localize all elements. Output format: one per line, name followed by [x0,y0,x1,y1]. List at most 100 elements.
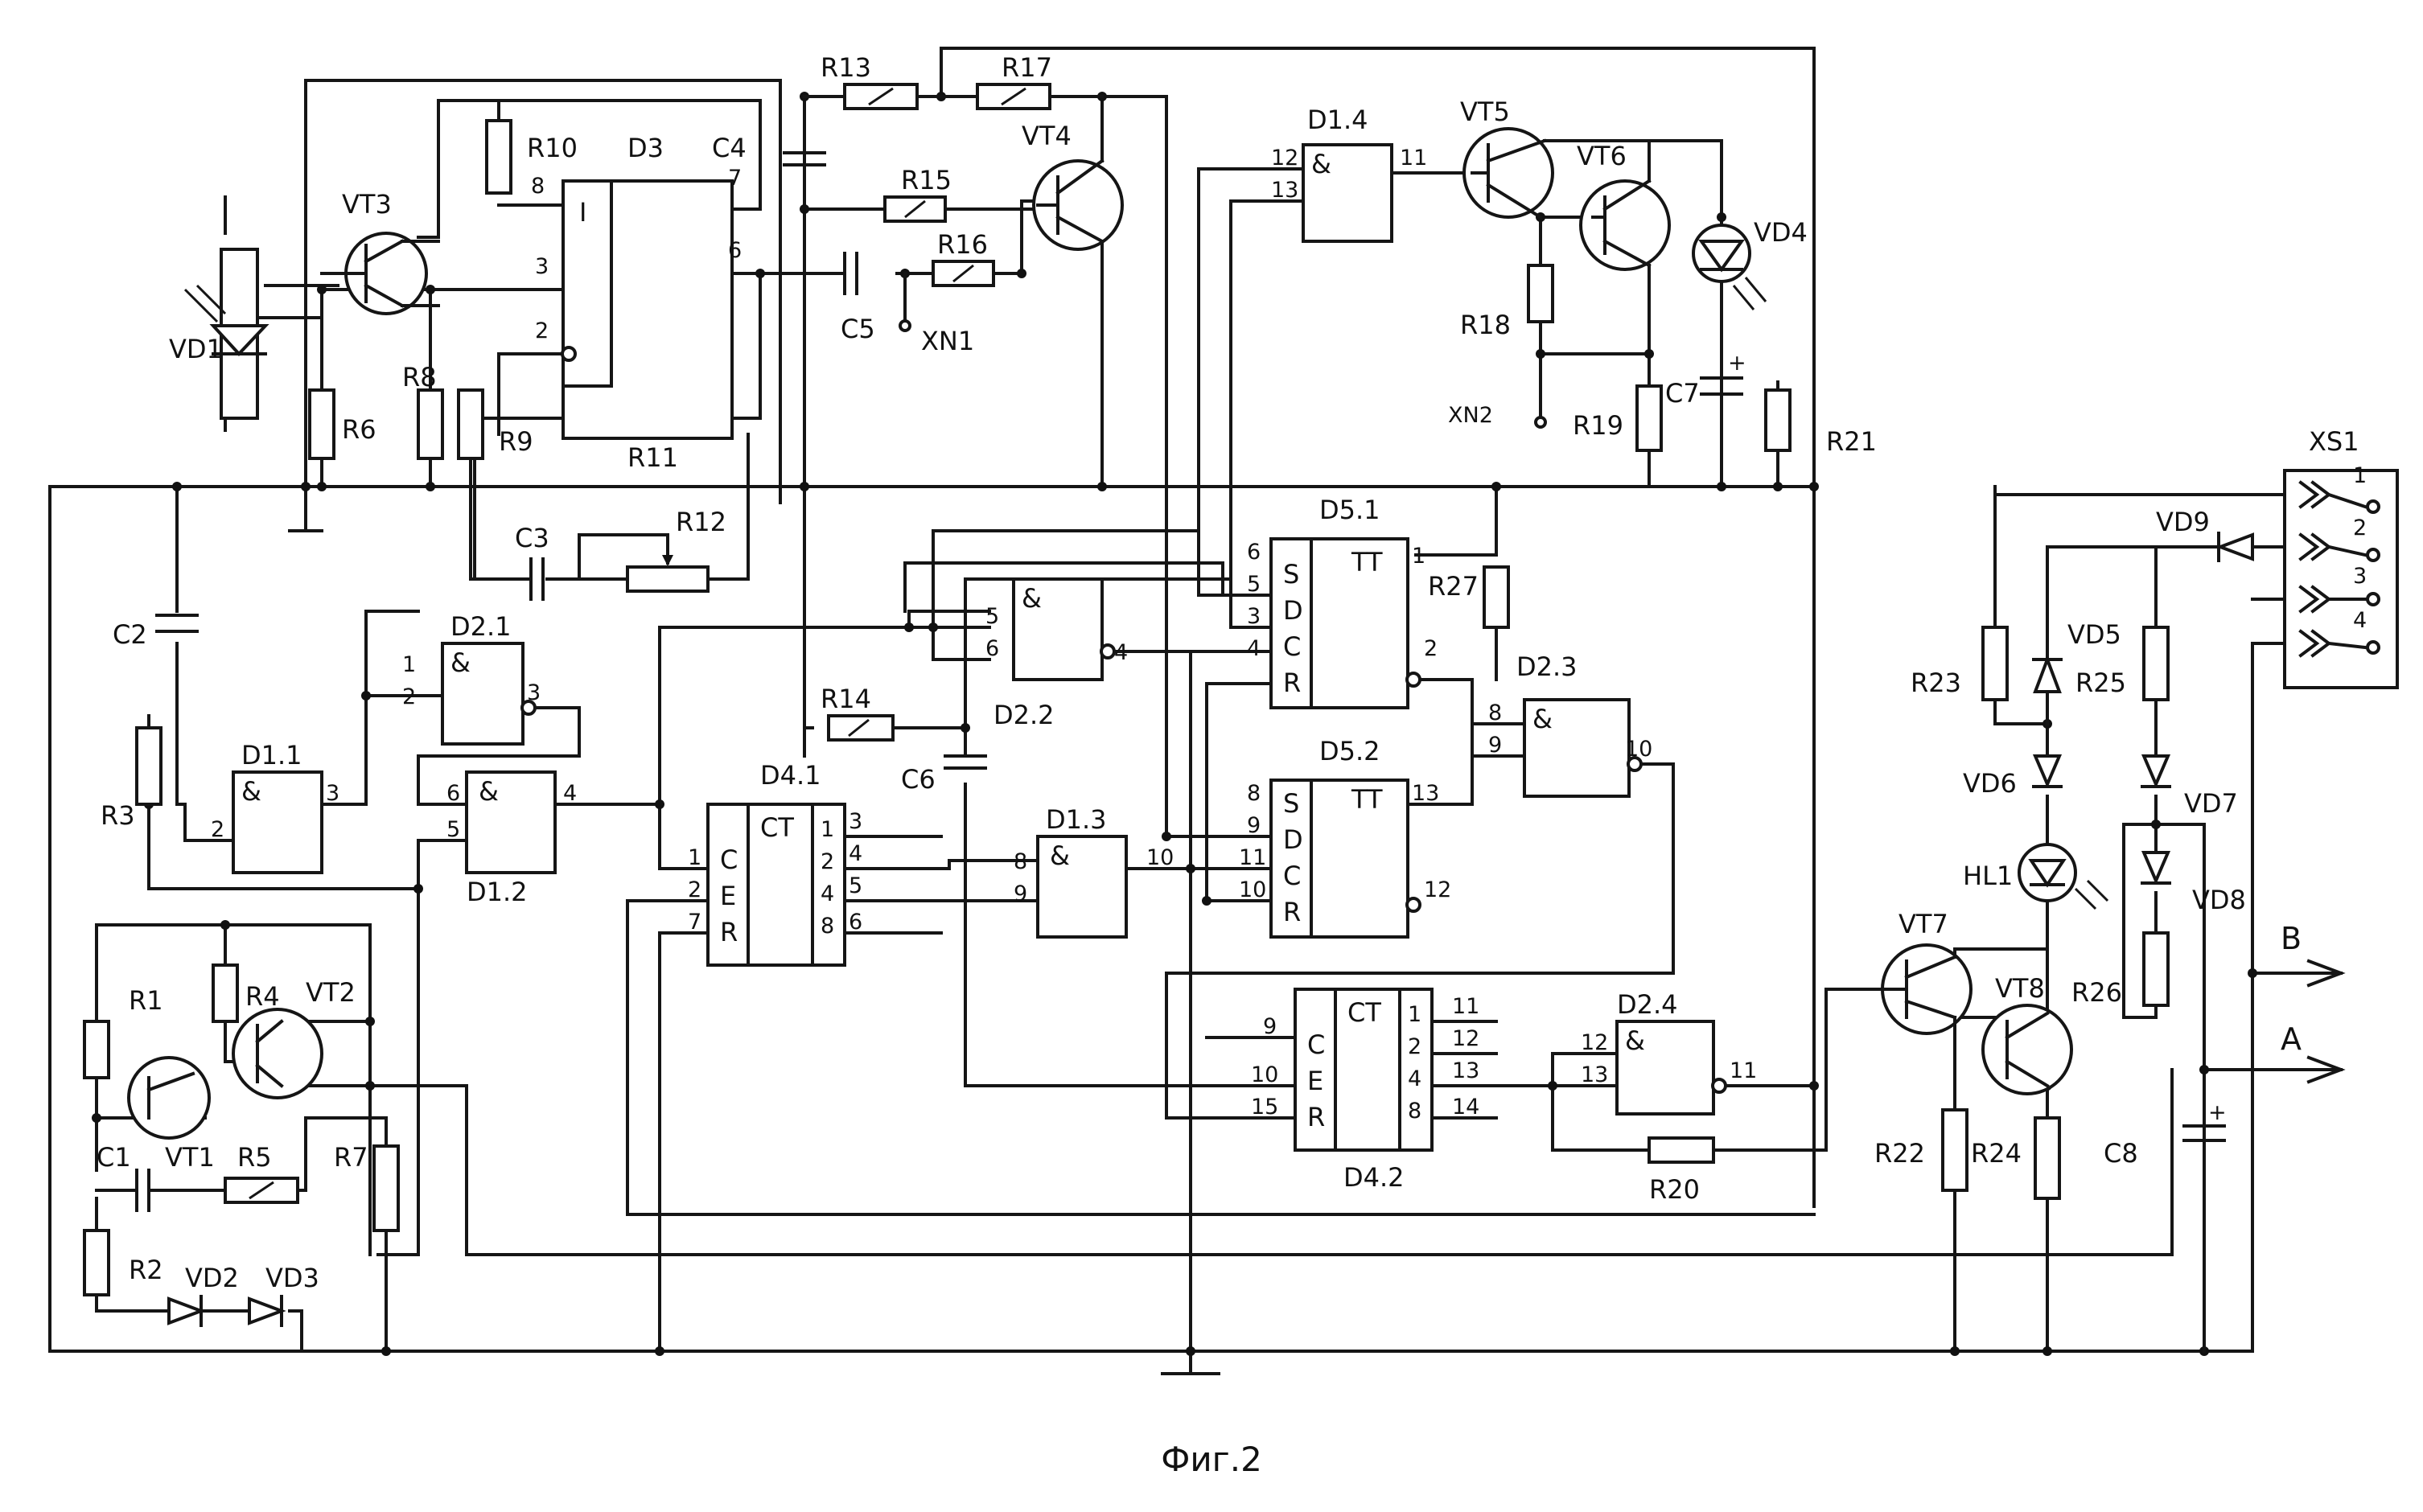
resistor-r26: R26 [2071,931,2170,1008]
r8-label: R8 [402,362,437,392]
resistor-r13: R13 [803,52,979,110]
vt1-label: VT1 [165,1142,215,1173]
d1-3-label: D1.3 [1046,804,1107,835]
svg-text:S: S [1283,788,1299,819]
svg-text:10: 10 [1239,877,1266,902]
c8-label: C8 [2104,1138,2138,1169]
resistor-r18: R18 [1460,264,1554,340]
photodiode-vd1: VD1 [169,248,269,420]
gate-d1-2: & D1.2 6 5 4 [446,770,577,907]
d2-1-label: D2.1 [450,611,512,642]
r5-label: R5 [237,1142,272,1173]
vd8-label: VD8 [2192,885,2246,915]
xs1-pin-4: 4 [2298,608,2380,658]
svg-text:9: 9 [1247,813,1261,838]
svg-text:8: 8 [1247,781,1261,806]
resistor-r6: R6 [308,388,376,460]
svg-text:13: 13 [1271,178,1298,203]
svg-text:R: R [720,917,738,947]
xs1-pin-3: 3 [2298,564,2380,614]
transistor-vt5: VT5 [1460,97,1554,220]
svg-text:15: 15 [1251,1095,1278,1120]
svg-text:13: 13 [1412,781,1439,806]
gate-d2-2: & D2.2 5 6 4 [985,577,1128,730]
svg-text:6: 6 [446,781,460,806]
resistor-r2: R2 [83,1229,163,1296]
vt3-label: VT3 [342,189,392,220]
svg-text:5: 5 [1247,572,1261,597]
svg-text:TT: TT [1351,784,1383,815]
transistor-vt1: VT1 [127,1056,215,1173]
d3-pin-8: 8 [531,174,545,199]
test-point-xn2: XN2 [1448,403,1547,429]
svg-text:10: 10 [1146,845,1174,870]
svg-text:CT: CT [760,812,794,843]
r21-label: R21 [1826,426,1877,457]
svg-text:5: 5 [446,817,460,842]
resistor-r4: R4 [212,963,280,1023]
svg-text:4: 4 [563,781,577,806]
vd2-label: VD2 [185,1263,239,1293]
d1-2-label: D1.2 [467,877,528,907]
r1-label: R1 [129,985,163,1016]
led-hl1: HL1 [1963,843,2109,910]
capacitor-c1: C1 [95,1142,195,1212]
r4-label: R4 [245,981,280,1012]
svg-text:8: 8 [1488,701,1502,725]
svg-text:2: 2 [211,817,224,842]
capacitor-c8: + C8 [2104,1100,2227,1353]
svg-text:9: 9 [1263,1014,1277,1039]
vd6-label: VD6 [1963,768,2017,799]
vt2-label: VT2 [306,977,356,1008]
svg-text:6: 6 [1247,540,1261,565]
vt5-label: VT5 [1460,97,1510,127]
xn2-label: XN2 [1448,403,1493,428]
svg-text:4: 4 [849,841,862,866]
svg-text:13: 13 [1452,1058,1479,1083]
d1-4-label: D1.4 [1307,105,1368,135]
flipflop-d5-1: D5.1 TT S D C R 6 5 3 4 1 2 [1247,495,1438,709]
resistor-r16: R16 [932,229,995,287]
capacitor-c2: C2 [113,614,199,650]
svg-text:3: 3 [1247,604,1261,629]
svg-text:13: 13 [1581,1062,1608,1087]
svg-text:3: 3 [849,809,862,834]
svg-text:&: & [1625,1025,1645,1056]
r3-label: R3 [101,800,135,831]
resistor-r12: R12 [578,507,750,593]
vd7-label: VD7 [2184,788,2238,819]
svg-text:+: + [1728,351,1746,376]
r23-label: R23 [1911,668,1961,698]
test-point-xn1: XN1 [899,272,974,356]
svg-text:1: 1 [821,817,834,842]
vd9-label: VD9 [2156,507,2210,537]
resistor-r14: R14 [821,684,895,742]
svg-text:11: 11 [1400,146,1427,171]
d2-3-label: D2.3 [1516,651,1578,682]
resistor-r7: R7 [334,1142,400,1232]
r16-label: R16 [937,229,988,260]
capacitor-c7: + C7 [1665,351,1746,409]
resistor-r5: R5 [224,1142,299,1204]
output-b-label: B [2281,921,2302,956]
svg-text:2: 2 [402,684,416,709]
diode-vd8: VD8 [2141,851,2246,915]
svg-text:R: R [1307,1102,1325,1132]
resistor-r22: R22 [1874,1108,1968,1192]
gate-d1-4: & D1.4 12 13 11 [1271,105,1427,243]
flipflop-d5-2: D5.2 TT S D C R 8 9 11 10 13 12 [1239,736,1451,939]
vd1-label: VD1 [169,334,223,364]
d2-2-label: D2.2 [993,700,1055,730]
svg-text:12: 12 [1424,877,1451,902]
diode-vd7: VD7 [2141,754,2238,819]
svg-text:12: 12 [1581,1030,1608,1055]
svg-text:6: 6 [985,636,999,661]
resistor-r21: R21 [1764,388,1877,457]
svg-text:D: D [1283,595,1303,626]
d3-pin-6: 6 [728,238,742,263]
svg-text:11: 11 [1239,845,1266,870]
diode-vd3: VD3 [248,1263,319,1327]
xs1-pin-1: 1 [2298,463,2380,514]
vt8-label: VT8 [1995,973,2045,1004]
